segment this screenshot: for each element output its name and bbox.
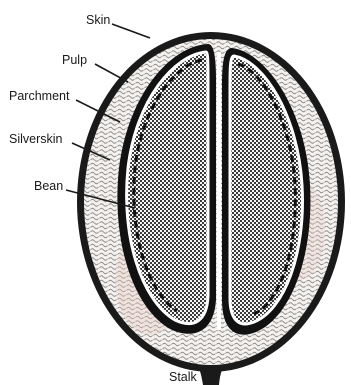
label-silverskin: Silverskin — [9, 132, 63, 146]
label-stalk: Stalk — [169, 370, 198, 384]
label-pulp: Pulp — [62, 53, 87, 67]
label-bean: Bean — [34, 179, 63, 193]
pulp-leader — [95, 64, 128, 82]
label-skin: Skin — [86, 13, 110, 27]
skin-leader — [112, 24, 150, 38]
label-parchment: Parchment — [9, 89, 70, 103]
